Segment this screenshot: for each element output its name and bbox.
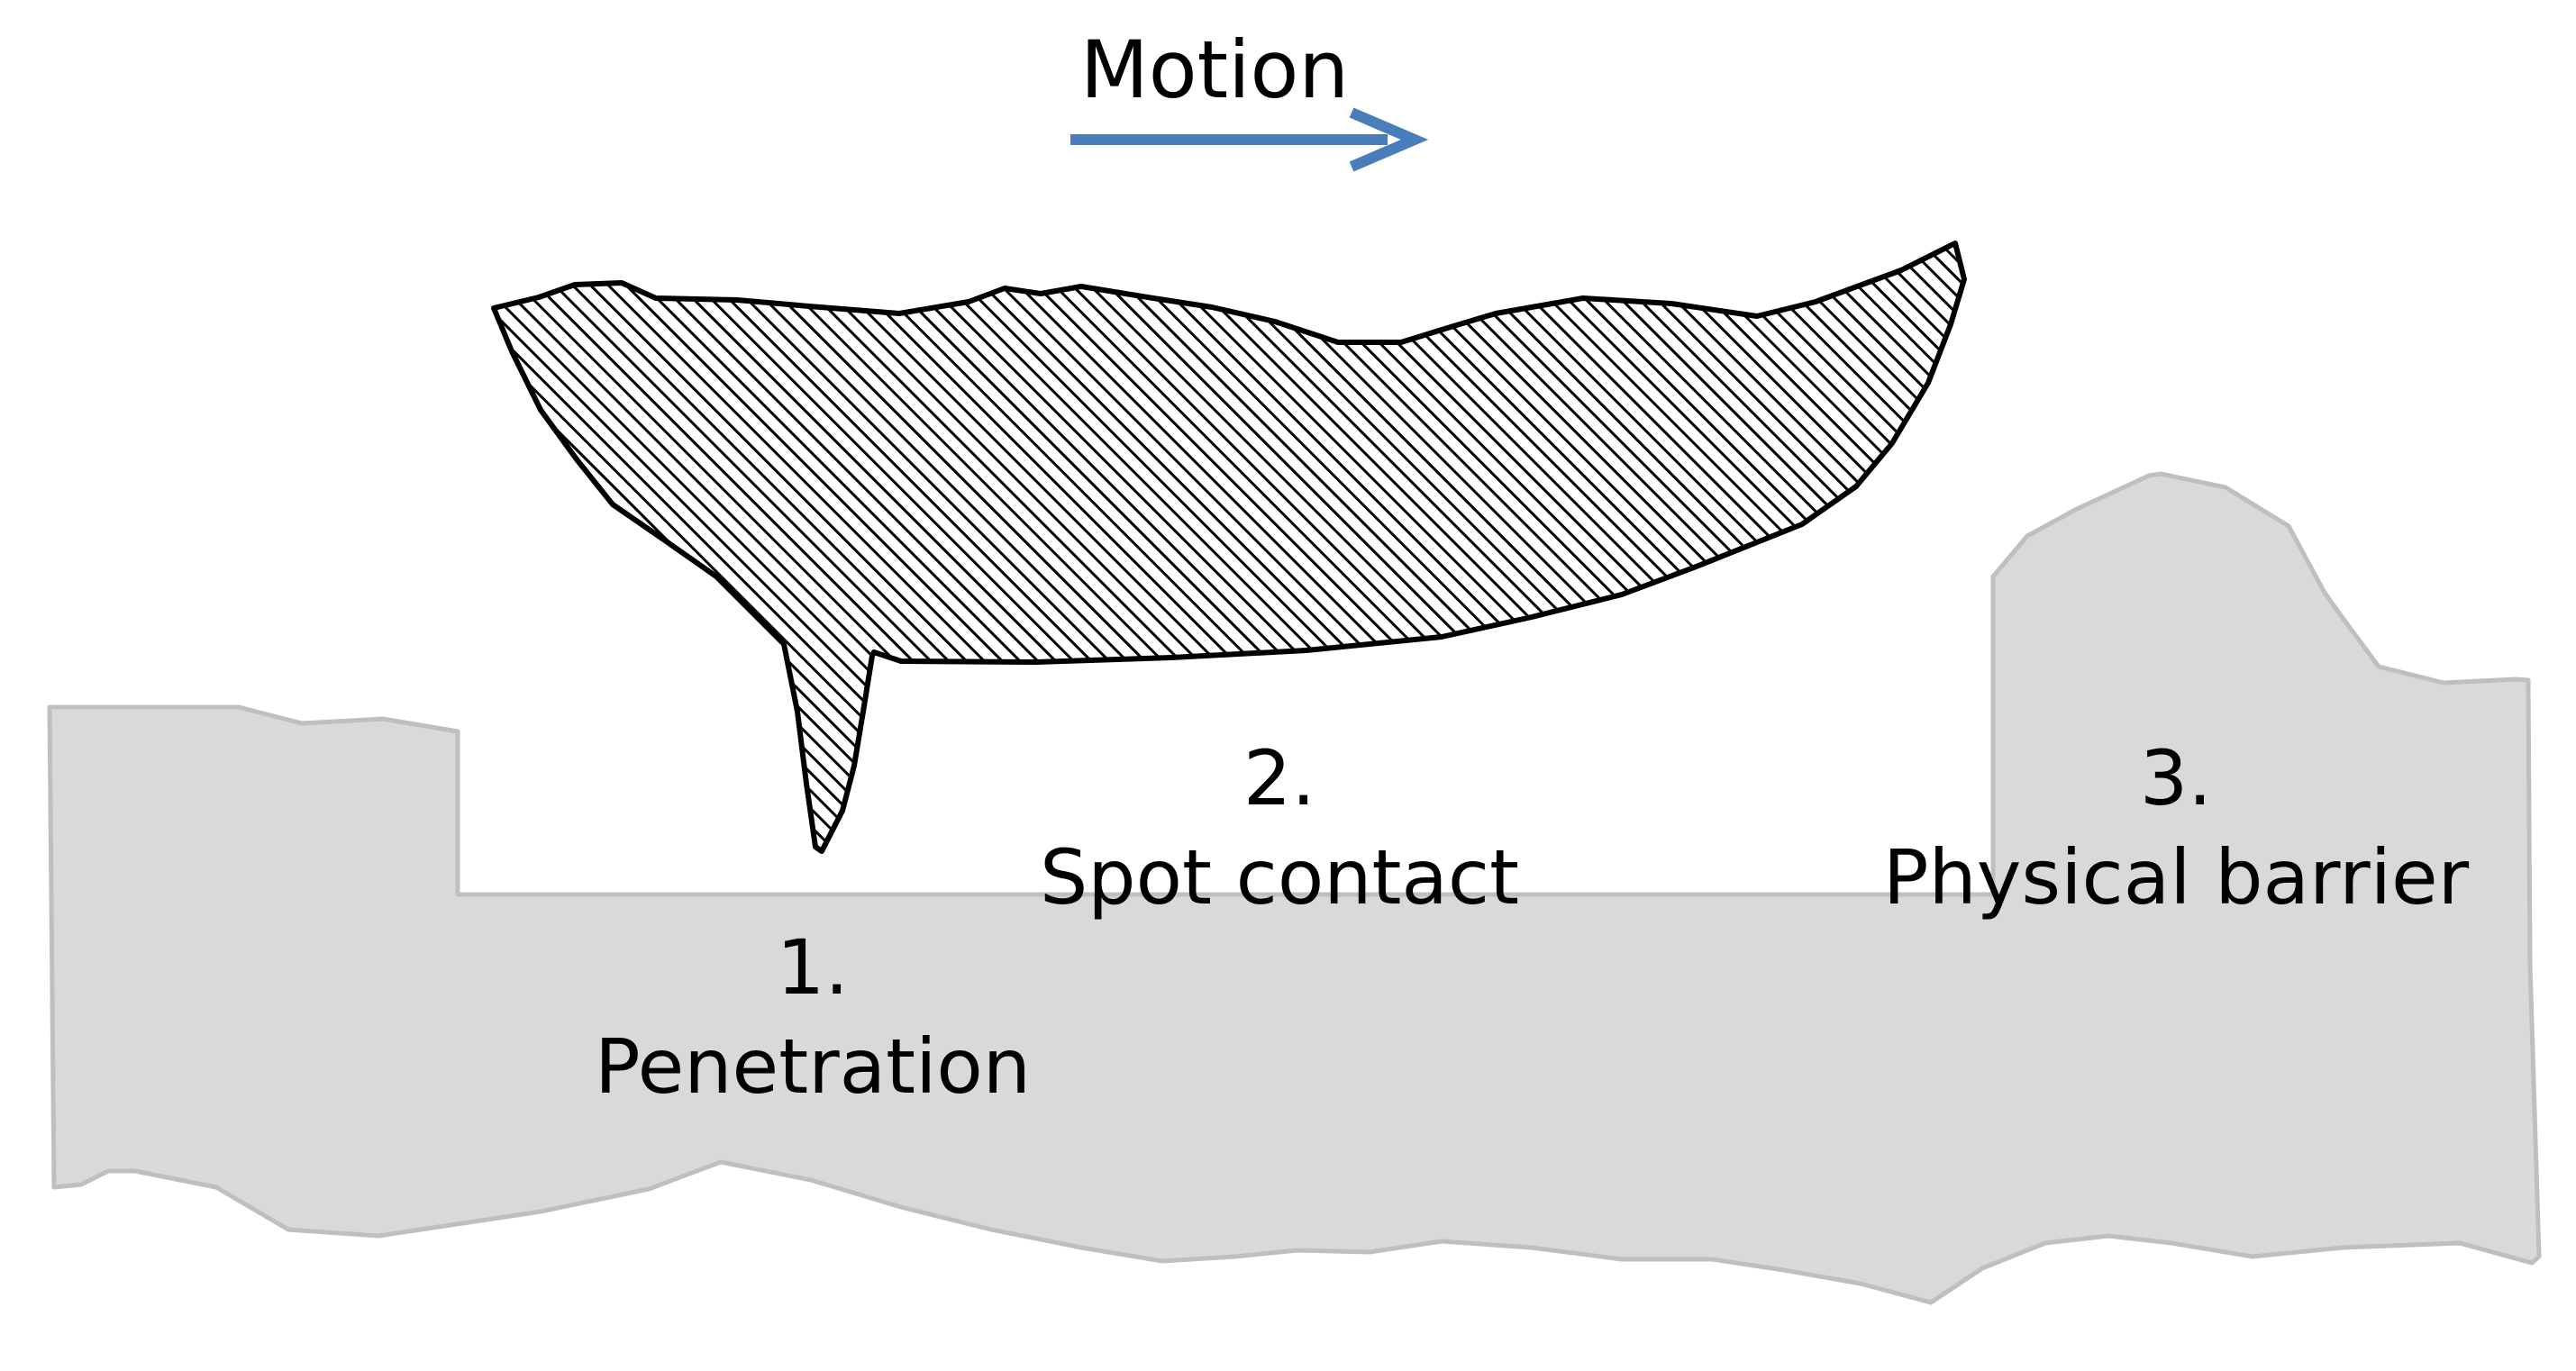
hatched-particle bbox=[491, 241, 1967, 854]
step-3-label: Physical barrier bbox=[1883, 833, 2470, 922]
motion-label: Motion bbox=[1080, 23, 1349, 116]
right-arrow-icon bbox=[1070, 107, 1429, 172]
step-2-number: 2. bbox=[1243, 734, 1315, 822]
step-1-number: 1. bbox=[777, 923, 849, 1012]
step-2-label: Spot contact bbox=[1040, 833, 1519, 922]
step-1-label: Penetration bbox=[595, 1022, 1031, 1111]
step-3-number: 3. bbox=[2140, 734, 2212, 822]
substrate-surface bbox=[47, 471, 2542, 1305]
